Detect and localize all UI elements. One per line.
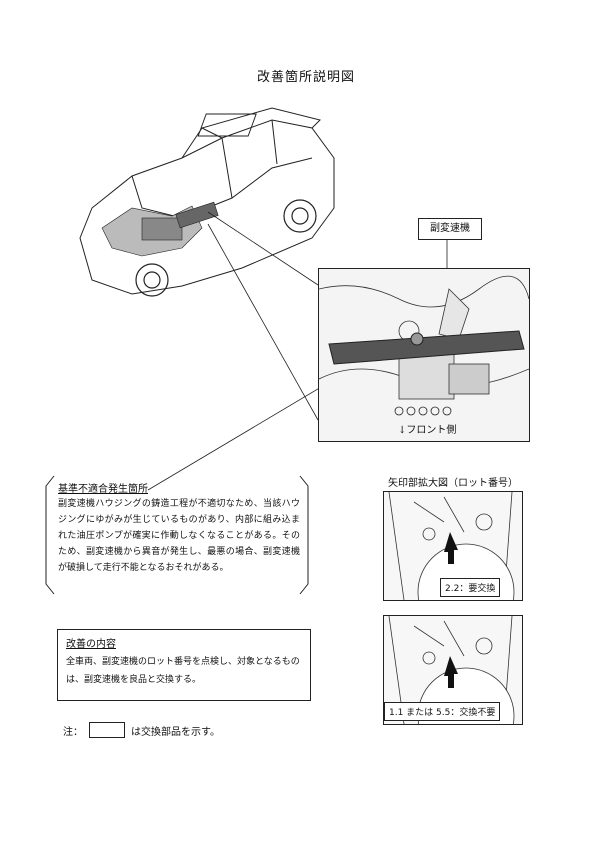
note: 注： は交換部品を示す。 <box>63 722 220 738</box>
defect-panel: 基準不適合発生箇所 副変速機ハウジングの鋳造工程が不適切なため、当該ハウジングに… <box>44 474 310 596</box>
bracket-frame <box>45 475 309 595</box>
defect-description: 副変速機ハウジングの鋳造工程が不適切なため、当該ハウジングにゆがみが生じているも… <box>58 499 300 573</box>
note-suffix: は交換部品を示す。 <box>131 726 220 738</box>
zoom2-caption: 1.1 または 5.5：交換不要 <box>384 702 501 721</box>
zoom-image-no-replace: 1.1 または 5.5：交換不要 <box>383 615 523 725</box>
page-title: 改善箇所説明図 <box>256 70 355 85</box>
defect-title: 基準不適合発生箇所 <box>58 484 148 495</box>
zoom-image-replace: 2.2：要交換 <box>383 491 523 601</box>
sub-transmission-label: 副変速機 <box>418 218 482 240</box>
car-illustration <box>79 107 335 297</box>
improvement-title: 改善の内容 <box>66 639 116 650</box>
zoom1-caption: 2.2：要交換 <box>440 578 501 597</box>
improvement-description: 全車両、副変速機のロット番号を点検し、対象となるものは、副変速機を良品と交換する… <box>66 657 300 685</box>
note-prefix: 注： <box>63 726 83 738</box>
improvement-panel: 改善の内容 全車両、副変速機のロット番号を点検し、対象となるものは、副変速機を良… <box>57 629 311 701</box>
replacement-part-marker <box>89 722 125 738</box>
front-side-label: ↓フロント側 <box>398 425 457 436</box>
zoom-title: 矢印部拡大図（ロット番号） <box>388 478 518 489</box>
underside-photo <box>318 268 530 442</box>
